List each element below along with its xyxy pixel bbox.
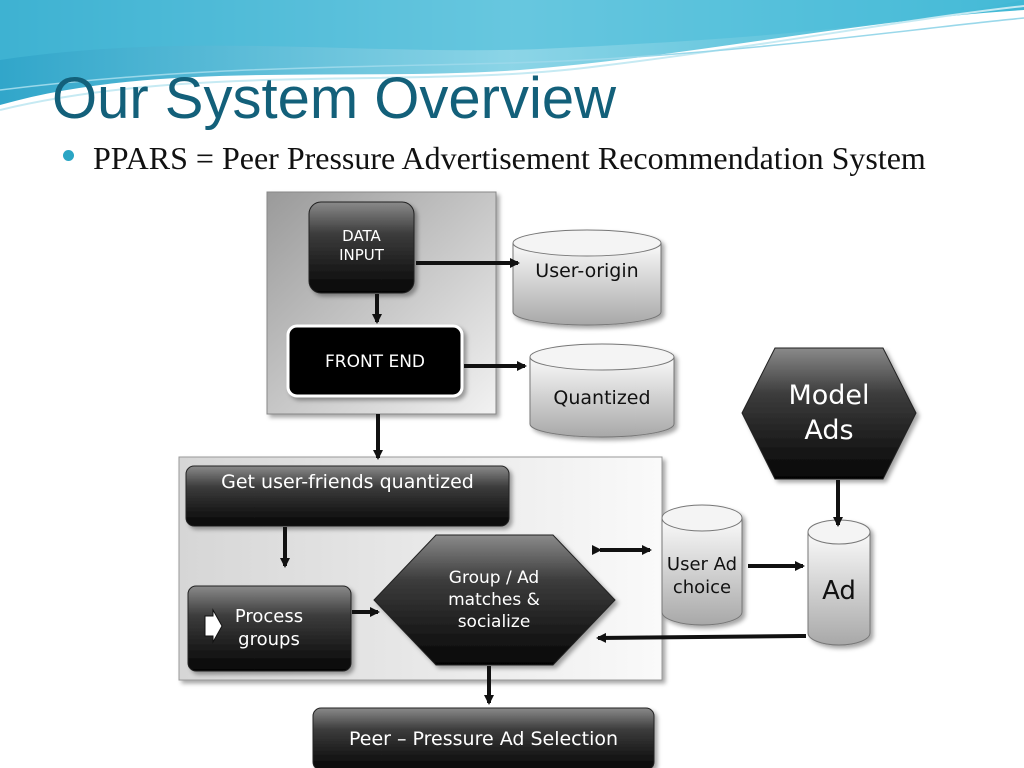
- peer-pressure-box: [312, 707, 655, 768]
- slide-title: Our System Overview: [52, 66, 616, 131]
- get-friends-label: Get user-friends quantized: [221, 470, 474, 493]
- quantized-database: [529, 343, 675, 438]
- group-match-hexagon: [373, 534, 616, 666]
- front-end-box: [286, 324, 464, 398]
- data-input-label: DATA INPUT: [339, 226, 384, 265]
- ad-label: Ad: [822, 576, 856, 607]
- bullet-icon: [63, 150, 74, 161]
- data-input-box: [308, 201, 415, 294]
- model-ads-label: Model Ads: [788, 379, 870, 446]
- process-groups-label: Process groups: [234, 605, 304, 650]
- get-friends-box: [185, 465, 510, 527]
- group-match-label: Group / Ad matches & socialize: [448, 567, 540, 633]
- quantized-label: Quantized: [553, 386, 651, 409]
- user-origin-database: [512, 229, 662, 326]
- process-groups-box: [187, 585, 352, 672]
- model-ads-hexagon: [741, 347, 917, 480]
- arrow-ad-to-group: [596, 632, 806, 643]
- peer-pressure-label: Peer – Pressure Ad Selection: [348, 727, 619, 750]
- header-wave-decoration: [0, 0, 1024, 111]
- process-arrow-icon: [204, 608, 223, 644]
- bullet-text: PPARS = Peer Pressure Advertisement Reco…: [93, 140, 926, 176]
- user-ad-choice-database: [661, 504, 743, 626]
- ad-database: [807, 519, 871, 646]
- user-origin-label: User-origin: [535, 259, 639, 282]
- user-ad-choice-label: User Ad choice: [666, 553, 738, 598]
- front-end-label: FRONT END: [324, 351, 426, 372]
